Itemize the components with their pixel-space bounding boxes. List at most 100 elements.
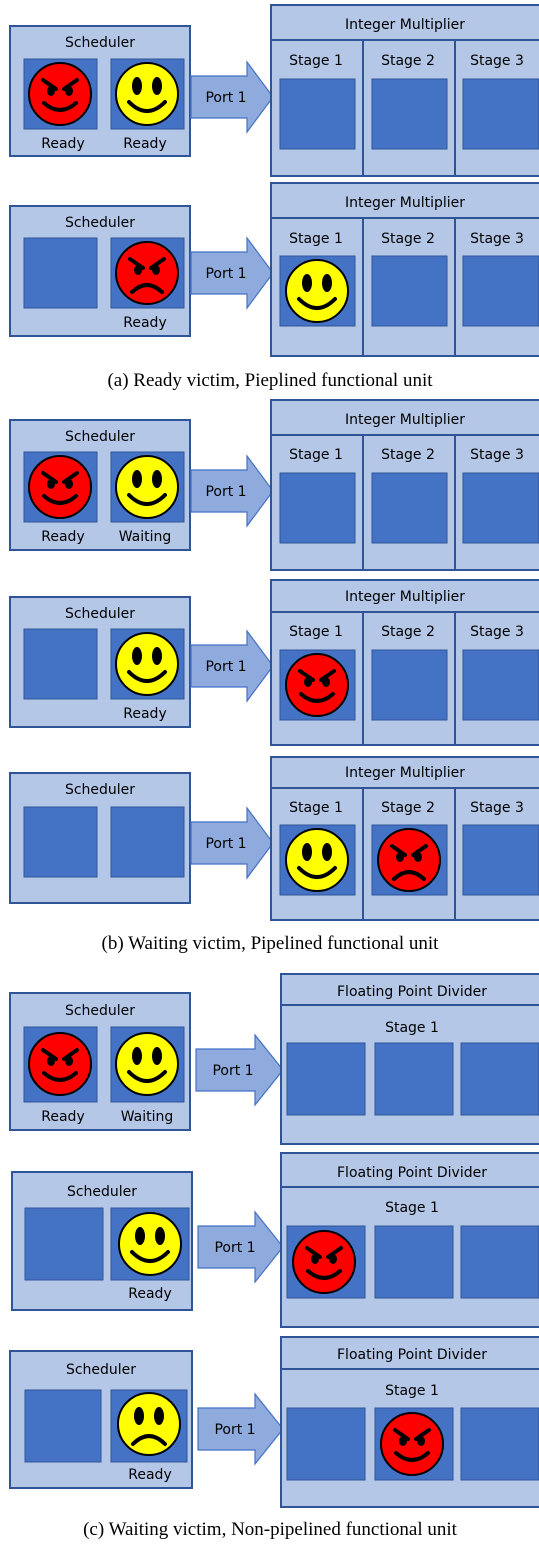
stage-label: Stage 1	[289, 53, 343, 69]
attacker-angry-face-icon	[376, 827, 442, 893]
port-label: Port 1	[205, 836, 246, 852]
status-label: Waiting	[119, 529, 172, 545]
stage-label: Stage 2	[381, 624, 435, 640]
port-arrow: Port 1	[190, 629, 274, 703]
scheduler-title: Scheduler	[65, 782, 135, 798]
row-c3: Scheduler Ready Port 1 Floating Point Di…	[9, 1336, 539, 1508]
scheduler: Scheduler Ready	[9, 1350, 193, 1489]
attacker-evil-face-icon	[284, 652, 350, 718]
unit-title: Floating Point Divider	[337, 984, 487, 1000]
functional-unit: Floating Point Divider Stage 1	[280, 973, 539, 1145]
stage-label: Stage 1	[289, 231, 343, 247]
stage-label: Stage 1	[289, 447, 343, 463]
caption-c: (c) Waiting victim, Non-pipelined functi…	[83, 1519, 458, 1540]
port-label: Port 1	[205, 266, 246, 282]
functional-unit: Floating Point Divider Stage 1	[280, 1152, 539, 1328]
victim-happy-face-icon	[114, 1031, 180, 1097]
port-arrow: Port 1	[197, 1210, 284, 1284]
stage-label: Stage 3	[470, 800, 524, 816]
stage-label: Stage 2	[381, 231, 435, 247]
port-label: Port 1	[205, 659, 246, 675]
stage-label: Stage 3	[470, 231, 524, 247]
scheduler-title: Scheduler	[65, 215, 135, 231]
scheduler: Scheduler Ready Ready	[9, 25, 191, 157]
unit-title: Integer Multiplier	[345, 195, 465, 211]
attacker-evil-face-icon	[27, 61, 93, 127]
port-label: Port 1	[214, 1240, 255, 1256]
stage-label: Stage 1	[289, 624, 343, 640]
port-arrow: Port 1	[195, 1033, 284, 1107]
stage-label: Stage 1	[289, 800, 343, 816]
port-arrow: Port 1	[197, 1392, 284, 1466]
port-label: Port 1	[205, 90, 246, 106]
scheduler: Scheduler Ready	[9, 596, 191, 728]
victim-happy-face-icon	[117, 1211, 183, 1277]
row-a2: Scheduler Ready Port 1 Integer Multiplie…	[9, 182, 539, 357]
victim-happy-face-icon	[114, 454, 180, 520]
attacker-evil-face-icon	[27, 1031, 93, 1097]
stage-label: Stage 1	[385, 1200, 439, 1216]
stage-label: Stage 1	[385, 1020, 439, 1036]
port-label: Port 1	[214, 1422, 255, 1438]
attacker-evil-face-icon	[27, 454, 93, 520]
port-arrow: Port 1	[190, 236, 274, 310]
status-label: Ready	[41, 1109, 84, 1125]
scheduler-title: Scheduler	[65, 606, 135, 622]
scheduler-title: Scheduler	[65, 1003, 135, 1019]
scheduler-title: Scheduler	[66, 1362, 136, 1378]
scheduler: Scheduler Ready Waiting	[9, 992, 191, 1131]
unit-title: Integer Multiplier	[345, 765, 465, 781]
status-label: Ready	[128, 1467, 171, 1483]
stage-label: Stage 2	[381, 800, 435, 816]
scheduler-title: Scheduler	[65, 35, 135, 51]
caption-b: (b) Waiting victim, Pipelined functional…	[102, 933, 440, 954]
functional-unit: Integer Multiplier Stage 1 Stage 2 Stage…	[270, 756, 539, 921]
stage-label: Stage 3	[470, 624, 524, 640]
unit-title: Floating Point Divider	[337, 1165, 487, 1181]
status-label: Ready	[123, 315, 166, 331]
row-b3: Scheduler Port 1 Integer Multiplier Stag…	[9, 756, 539, 921]
scheduler: Scheduler Ready	[9, 205, 191, 337]
victim-sad-face-icon	[116, 1391, 182, 1457]
row-b1: Scheduler Ready Waiting Port 1 Integer M…	[9, 399, 539, 571]
stage-label: Stage 2	[381, 53, 435, 69]
status-label: Waiting	[121, 1109, 174, 1125]
port-arrow: Port 1	[190, 454, 274, 528]
unit-title: Floating Point Divider	[337, 1347, 487, 1363]
unit-title: Integer Multiplier	[345, 589, 465, 605]
status-label: Ready	[123, 136, 166, 152]
victim-happy-face-icon	[114, 631, 180, 697]
port-arrow: Port 1	[190, 806, 274, 880]
scheduler: Scheduler	[9, 772, 191, 904]
attacker-evil-face-icon	[379, 1411, 445, 1477]
scheduler: Scheduler Ready Waiting	[9, 419, 191, 551]
row-c1: Scheduler Ready Waiting Port 1 Floating …	[9, 973, 539, 1145]
functional-unit: Integer Multiplier Stage 1 Stage 2 Stage…	[270, 399, 539, 571]
stage-label: Stage 2	[381, 447, 435, 463]
victim-happy-face-icon	[284, 258, 350, 324]
port-arrow: Port 1	[190, 60, 274, 134]
port-label: Port 1	[205, 484, 246, 500]
scheduler: Scheduler Ready	[11, 1171, 193, 1311]
status-label: Ready	[128, 1286, 171, 1302]
port-label: Port 1	[212, 1063, 253, 1079]
row-a1: Scheduler Ready Ready Port 1 Integer Mul…	[9, 4, 539, 177]
row-c2: Scheduler Ready Port 1 Floating Point Di…	[11, 1152, 539, 1328]
status-label: Ready	[123, 706, 166, 722]
scheduler-title: Scheduler	[65, 429, 135, 445]
functional-unit: Integer Multiplier Stage 1 Stage 2 Stage…	[270, 182, 539, 357]
functional-unit: Floating Point Divider Stage 1	[280, 1336, 539, 1508]
functional-unit: Integer Multiplier Stage 1 Stage 2 Stage…	[270, 4, 539, 177]
caption-a: (a) Ready victim, Pieplined functional u…	[107, 370, 433, 391]
stage-label: Stage 3	[470, 447, 524, 463]
victim-happy-face-icon	[114, 61, 180, 127]
unit-title: Integer Multiplier	[345, 412, 465, 428]
attacker-angry-face-icon	[114, 240, 180, 306]
attacker-evil-face-icon	[291, 1229, 357, 1295]
unit-title: Integer Multiplier	[345, 17, 465, 33]
victim-happy-face-icon	[284, 827, 350, 893]
row-b2: Scheduler Ready Port 1 Integer Multiplie…	[9, 579, 539, 746]
stage-label: Stage 1	[385, 1383, 439, 1399]
status-label: Ready	[41, 529, 84, 545]
